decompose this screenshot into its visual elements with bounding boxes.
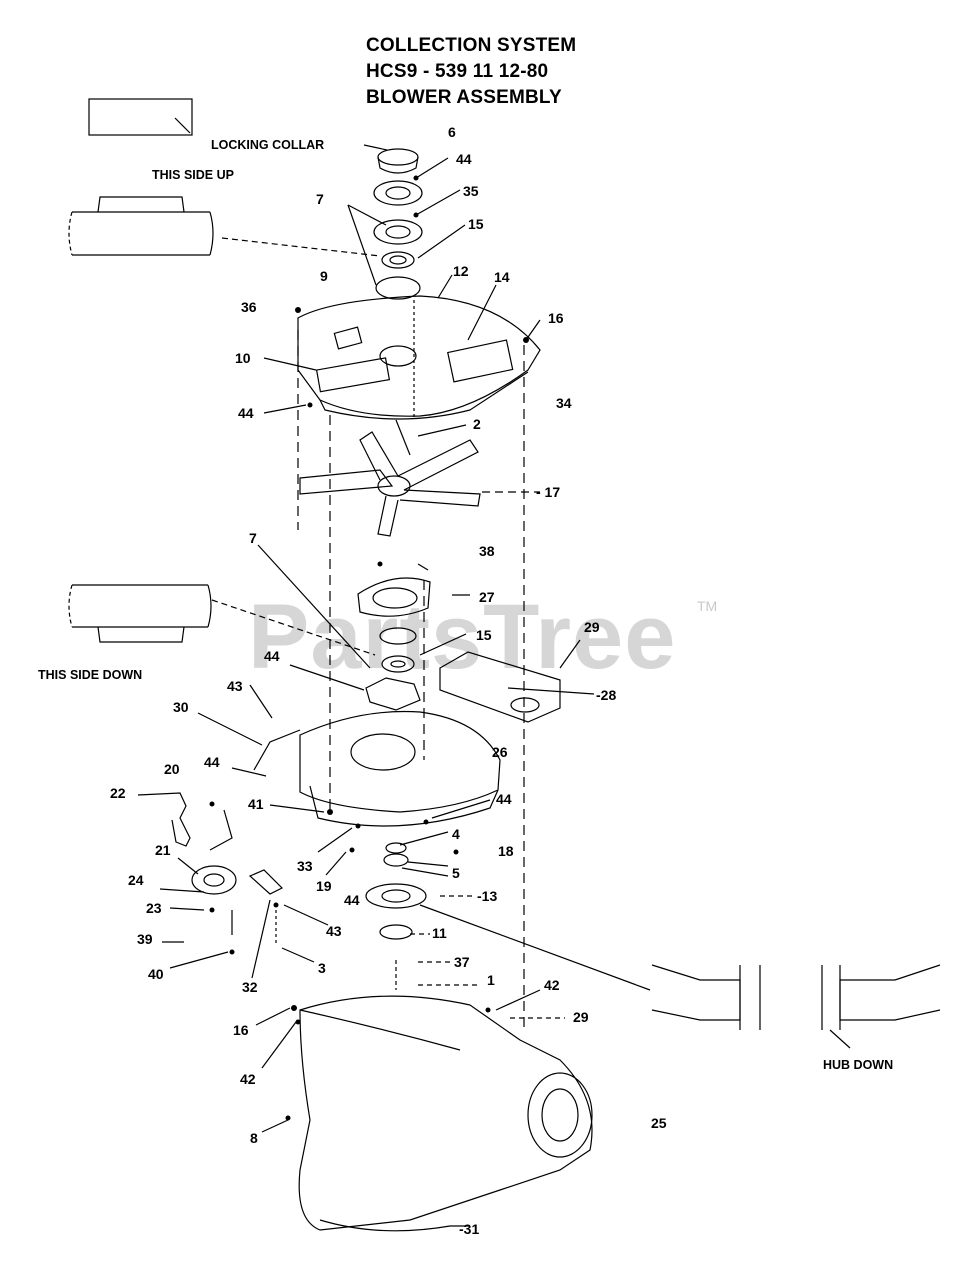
callout-8: 8 (250, 1130, 258, 1146)
this-side-up-detail (68, 196, 214, 256)
note-hub-down: HUB DOWN (823, 1058, 894, 1072)
note-this-side-down: THIS SIDE DOWN (38, 668, 143, 682)
callout-35: 35 (463, 183, 479, 199)
callout-34: 34 (556, 395, 572, 411)
callout-5: 5 (452, 865, 460, 881)
callout-44: 44 (264, 648, 280, 664)
note-locking-collar: LOCKING COLLAR (211, 138, 325, 152)
callout-14: 14 (494, 269, 510, 285)
locking-collar-detail (88, 98, 193, 136)
callout-11: 11 (432, 925, 447, 941)
callout-44: 44 (238, 405, 254, 421)
callout-38: 38 (479, 543, 495, 559)
callout-29: 29 (584, 619, 600, 635)
callout-31: -31 (459, 1221, 480, 1237)
callout-40: 40 (148, 966, 164, 982)
callout-21: 21 (155, 842, 171, 858)
callout-7: 7 (316, 191, 324, 207)
callout-4: 4 (452, 826, 460, 842)
callout-26: 26 (492, 744, 508, 760)
callout-33: 33 (297, 858, 313, 874)
callout-43: 43 (227, 678, 243, 694)
callout-18: 18 (498, 843, 514, 859)
callout-37: 37 (454, 954, 470, 970)
bracket (439, 651, 561, 723)
blower-housing (299, 710, 501, 813)
callout-36: 36 (241, 299, 257, 315)
callout-42: 42 (240, 1071, 256, 1087)
callout-12: 12 (453, 263, 469, 279)
callout-2: 2 (473, 416, 481, 432)
diagram-title-line2: HCS9 - 539 11 12-80 (366, 61, 549, 82)
callout-28: -28 (596, 687, 617, 703)
callout-6: 6 (448, 124, 456, 140)
callout-9: 9 (320, 268, 328, 284)
callout-44: 44 (456, 151, 472, 167)
callout-44: 44 (204, 754, 220, 770)
callout-39: 39 (137, 931, 153, 947)
callout-23: 23 (146, 900, 162, 916)
callout-7: 7 (249, 530, 257, 546)
callout-41: 41 (248, 796, 264, 812)
idler-pulley (191, 865, 237, 895)
callout-10: 10 (235, 350, 251, 366)
callout-1: 1 (487, 972, 495, 988)
callout-25: 25 (651, 1115, 667, 1131)
callout-30: 30 (173, 699, 189, 715)
callout-17: - 17 (536, 484, 561, 500)
this-side-down-detail (68, 584, 212, 643)
drive-pulley (365, 883, 427, 909)
callout-44: 44 (496, 791, 512, 807)
upper-bearing-flange (373, 180, 423, 206)
callout-20: 20 (164, 761, 180, 777)
bottom-housing (298, 995, 593, 1231)
callout-15: 15 (476, 627, 492, 643)
callout-19: 19 (316, 878, 332, 894)
callout-16: 16 (233, 1022, 249, 1038)
callout-15: 15 (468, 216, 484, 232)
callout-24: 24 (128, 872, 144, 888)
callout-32: 32 (242, 979, 258, 995)
diagram-title-line1: COLLECTION SYSTEM (366, 35, 577, 56)
impeller (299, 419, 481, 537)
callout-22: 22 (110, 785, 126, 801)
diagram-title-line3: BLOWER ASSEMBLY (366, 87, 562, 108)
top-housing-cover (297, 295, 541, 417)
callout-13: -13 (477, 888, 498, 904)
callout-43: 43 (326, 923, 342, 939)
callout-27: 27 (479, 589, 495, 605)
watermark: PartsTree (248, 586, 677, 688)
note-this-side-up: THIS SIDE UP (152, 168, 234, 182)
callout-42: 42 (544, 977, 560, 993)
bearing-plate (357, 577, 431, 617)
callout-29: 29 (573, 1009, 589, 1025)
hub-down-detail (651, 964, 941, 1049)
callout-44: 44 (344, 892, 360, 908)
spring (248, 869, 284, 895)
watermark-trademark: TM (697, 598, 718, 614)
callout-16: 16 (548, 310, 564, 326)
callout-3: 3 (318, 960, 326, 976)
